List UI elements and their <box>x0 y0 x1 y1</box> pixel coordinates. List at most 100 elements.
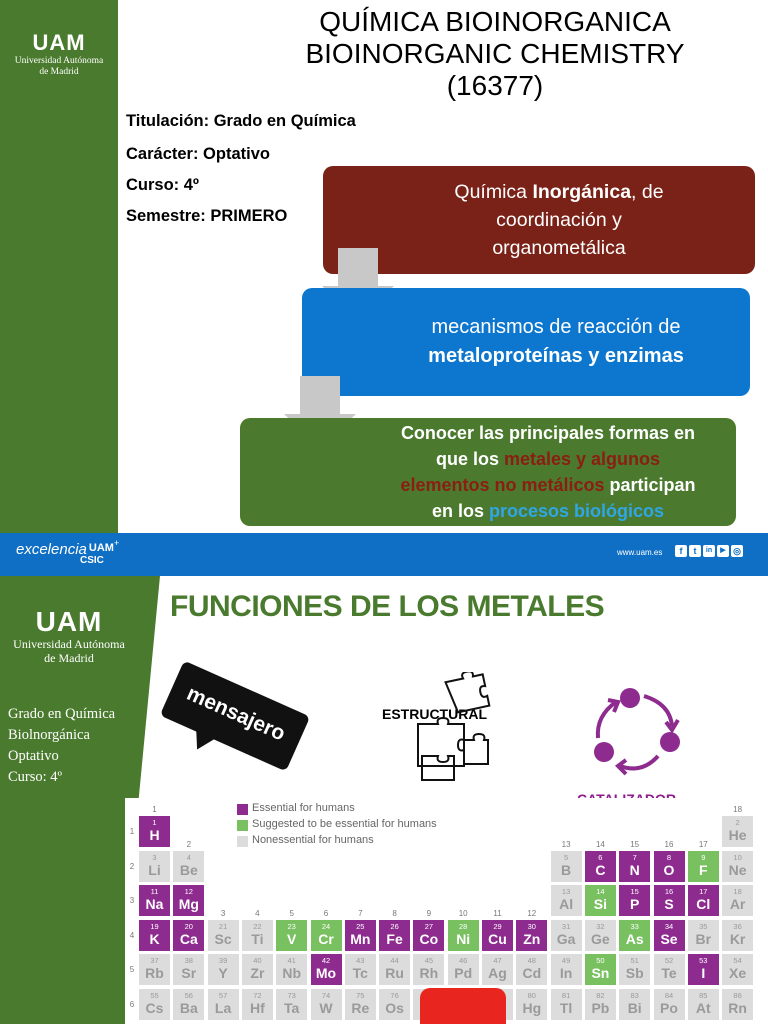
element-symbol: Al <box>559 896 574 912</box>
group-label-1: 1 <box>152 805 157 814</box>
element-number: 20 <box>184 921 193 931</box>
element-symbol: Cr <box>318 930 334 947</box>
uam-logo-2-line1: Universidad Autónoma <box>13 637 125 651</box>
element-number: 76 <box>390 990 399 1000</box>
element-number: 6 <box>598 852 603 862</box>
element-symbol: Kr <box>729 930 746 947</box>
element-symbol: Os <box>385 999 404 1016</box>
box-conocer: Conocer las principales formas en que lo… <box>240 418 736 526</box>
element-symbol: Cu <box>488 930 507 947</box>
element-symbol: Hg <box>522 999 542 1016</box>
element-symbol: Zr <box>250 965 265 981</box>
box1-line-2: coordinación y <box>496 209 622 231</box>
element-number: 32 <box>596 921 605 931</box>
uam-logo-2-line2: de Madrid <box>44 650 94 665</box>
element-number: 57 <box>218 990 228 1000</box>
element-number: 22 <box>253 921 262 931</box>
element-symbol: Pd <box>454 965 473 981</box>
meta-caracter: Carácter: Optativo <box>126 145 270 163</box>
element-symbol: Mo <box>315 965 337 981</box>
element-symbol: Ni <box>456 930 471 947</box>
element-number: 82 <box>596 990 605 1000</box>
element-number: 21 <box>218 921 228 931</box>
group-label-18: 18 <box>733 805 743 814</box>
element-symbol: Rn <box>728 999 747 1016</box>
element-number: 75 <box>356 990 365 1000</box>
element-symbol: Hf <box>250 999 265 1016</box>
element-symbol: He <box>728 827 747 843</box>
youtube-icon[interactable]: ▶ <box>717 545 729 557</box>
element-number: 44 <box>390 956 399 965</box>
element-number: 7 <box>632 852 637 862</box>
group-label-3: 3 <box>220 908 226 918</box>
element-symbol: Sb <box>625 965 644 981</box>
element-number: 2 <box>735 818 740 827</box>
element-symbol: Y <box>218 965 228 981</box>
element-number: 50 <box>596 956 605 965</box>
group-label-4: 4 <box>255 908 260 918</box>
uam-logo-2-mark: UAM <box>35 606 103 637</box>
box1-text-bold: Inorgánica <box>532 181 632 203</box>
period-label-1: 1 <box>129 827 135 836</box>
element-number: 39 <box>218 956 228 965</box>
box3-l2a: que los <box>435 449 504 469</box>
legend-suggested: Suggested to be essential for humans <box>252 818 437 830</box>
uam-logo: UAM Universidad Autónoma de Madrid <box>4 30 114 78</box>
linkedin-icon[interactable]: in <box>703 545 715 557</box>
element-number: 80 <box>527 990 536 1000</box>
instagram-icon[interactable]: ◎ <box>731 545 743 557</box>
red-kit-icon <box>420 988 506 1024</box>
element-number: 42 <box>321 956 331 965</box>
meta-semestre: Semestre: PRIMERO <box>126 207 288 225</box>
period-label-2: 2 <box>129 861 135 871</box>
arrow-2-shaft <box>300 376 340 416</box>
element-number: 73 <box>287 990 296 1000</box>
element-number: 19 <box>150 921 159 931</box>
element-symbol: Te <box>661 965 677 981</box>
box2-line-1: mecanismos de reacción de <box>431 316 681 338</box>
facebook-icon[interactable]: f <box>675 545 687 557</box>
element-number: 11 <box>150 887 159 896</box>
excelencia-plus: + <box>113 538 120 548</box>
box3-l4a: en los <box>431 501 489 521</box>
element-symbol: Se <box>660 930 678 947</box>
group-label-10: 10 <box>458 908 468 918</box>
element-symbol: Nb <box>282 965 302 981</box>
element-symbol: Ba <box>179 999 198 1016</box>
element-symbol: Ti <box>251 930 264 947</box>
title-line-3: (16377) <box>446 70 544 101</box>
element-number: 37 <box>150 956 159 965</box>
element-symbol: Po <box>660 999 678 1016</box>
group-label-12: 12 <box>527 908 537 918</box>
box3-l3b: participan <box>604 475 696 495</box>
twitter-icon[interactable]: t <box>689 545 701 557</box>
element-symbol: Ar <box>729 896 746 912</box>
element-symbol: Zn <box>523 930 541 947</box>
website-link[interactable]: www.uam.es <box>617 548 663 557</box>
element-number: 55 <box>150 990 159 1000</box>
group-label-14: 14 <box>595 839 605 849</box>
element-symbol: S <box>664 896 674 912</box>
element-number: 36 <box>733 921 742 931</box>
element-number: 9 <box>701 852 706 862</box>
element-symbol: Mn <box>350 930 371 947</box>
box-mecanismos: mecanismos de reacción de metaloproteína… <box>302 288 750 396</box>
element-symbol: Ru <box>385 965 404 981</box>
element-symbol: Bi <box>627 999 642 1016</box>
element-symbol: Xe <box>729 965 747 981</box>
